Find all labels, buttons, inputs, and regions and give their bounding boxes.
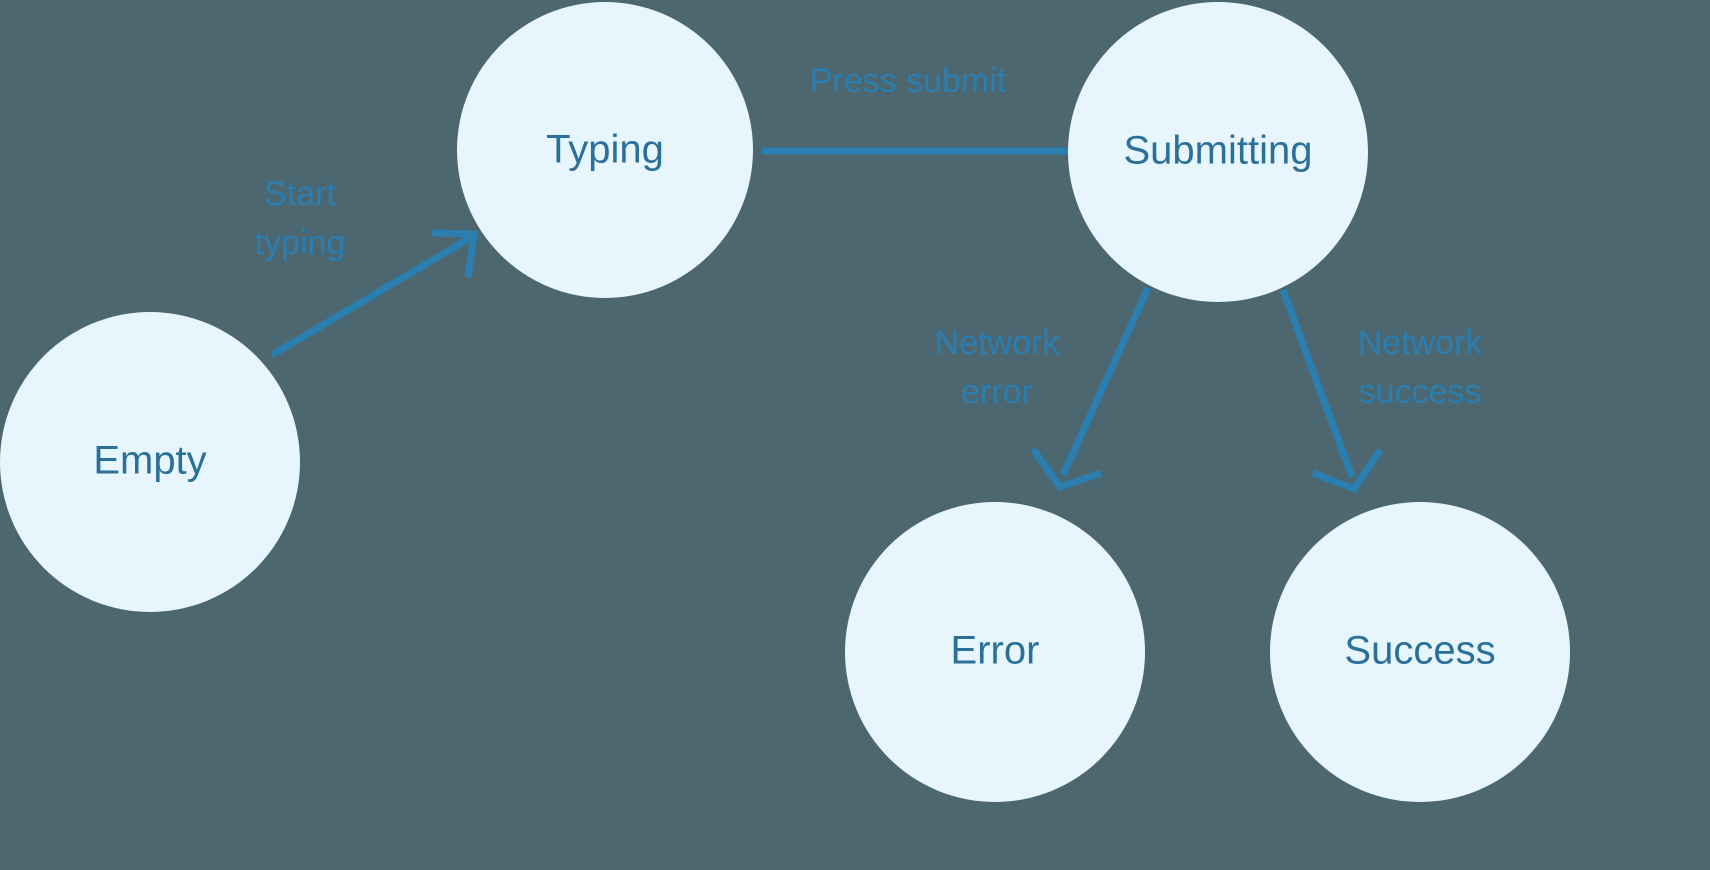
edge-empty-to-typing-line <box>270 234 472 359</box>
edge-submitting-to-success-arrowhead <box>1311 448 1383 494</box>
node-empty-circle[interactable] <box>0 312 300 612</box>
edge-label-press-submit-line1: Press submit <box>810 62 1007 100</box>
node-error[interactable]: Error <box>845 502 1145 802</box>
node-empty-label: Empty <box>93 439 206 483</box>
edge-label-start-typing-line1: Start <box>264 175 336 213</box>
edge-label-submitting-to-success: Network success <box>1358 324 1484 411</box>
edge-submitting-to-error-arrowhead <box>1030 446 1103 492</box>
node-typing-circle[interactable] <box>457 2 753 298</box>
edge-submitting-to-error <box>1030 286 1152 492</box>
edge-label-typing-to-submitting: Press submit <box>810 62 1007 100</box>
edge-label-network-success-line1: Network <box>1358 324 1484 362</box>
node-typing-label: Typing <box>546 128 664 172</box>
edge-label-network-error-line2: error <box>961 373 1033 411</box>
edge-submitting-to-success-line <box>1279 288 1356 479</box>
node-typing[interactable]: Typing <box>457 2 753 298</box>
edge-submitting-to-success <box>1279 288 1383 494</box>
node-error-label: Error <box>951 629 1040 673</box>
node-success-label: Success <box>1344 629 1495 673</box>
node-success-circle[interactable] <box>1270 502 1570 802</box>
edge-submitting-to-error-line <box>1059 286 1152 477</box>
edge-label-submitting-to-error: Network error <box>935 324 1061 411</box>
edge-label-network-error-line1: Network <box>935 324 1061 362</box>
edge-label-network-success-line2: success <box>1359 373 1482 411</box>
node-submitting-circle[interactable] <box>1068 2 1368 302</box>
node-success[interactable]: Success <box>1270 502 1570 802</box>
node-submitting-label: Submitting <box>1124 129 1313 173</box>
node-submitting[interactable]: Submitting <box>1068 2 1368 302</box>
edge-label-empty-to-typing: Start typing <box>255 175 346 262</box>
edge-label-start-typing-line2: typing <box>255 224 346 262</box>
node-error-circle[interactable] <box>845 502 1145 802</box>
edge-empty-to-typing-arrowhead <box>431 229 479 278</box>
node-empty[interactable]: Empty <box>0 312 300 612</box>
edge-empty-to-typing <box>270 229 479 359</box>
